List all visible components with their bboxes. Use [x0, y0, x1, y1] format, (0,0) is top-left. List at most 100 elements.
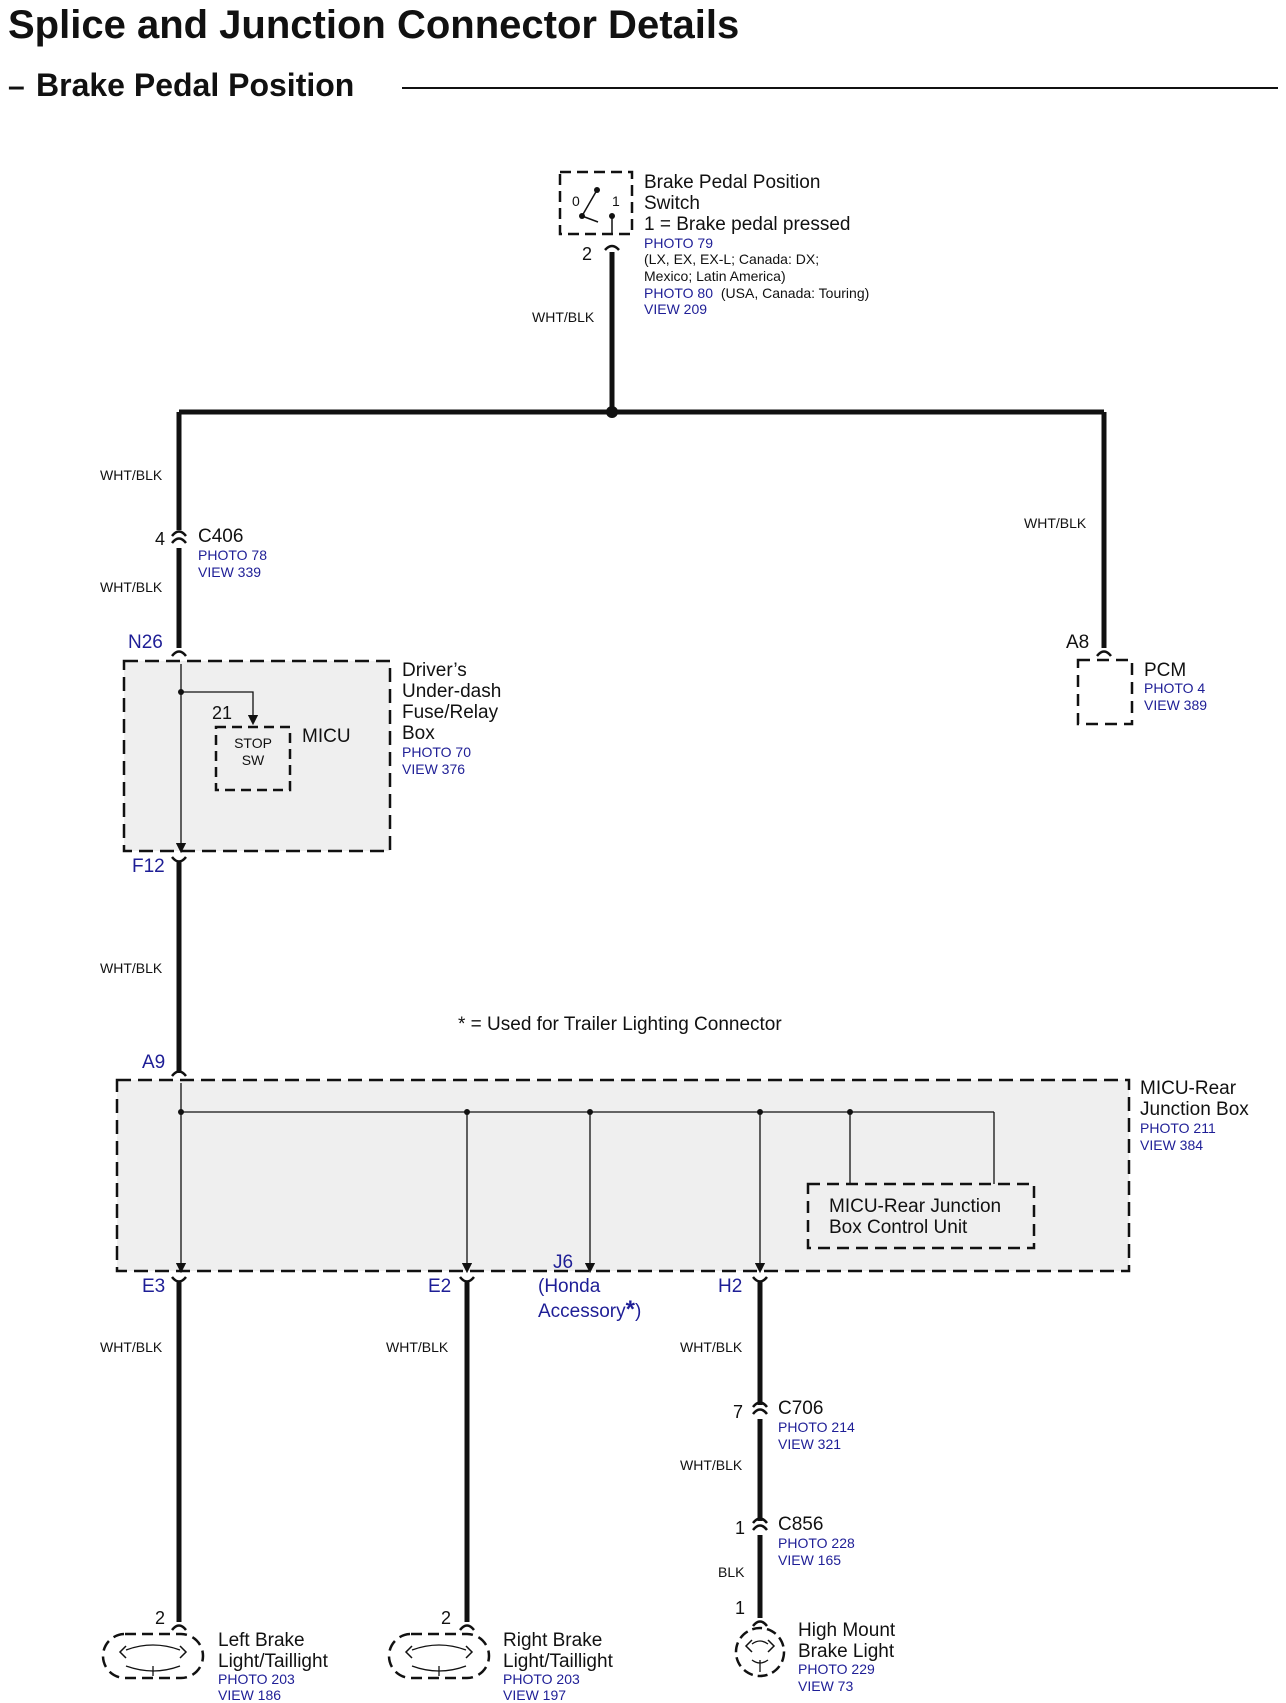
highmount-name-1: High Mount	[798, 1620, 896, 1641]
c856-view: VIEW 165	[778, 1552, 841, 1568]
left-brake-light-icon	[101, 1632, 205, 1680]
wire-label-pcm: WHT/BLK	[1024, 515, 1087, 531]
rearbox-node-unit	[847, 1109, 853, 1115]
page-title: Splice and Junction Connector Details	[8, 3, 739, 47]
rearbox-pin-j6: J6	[553, 1252, 573, 1273]
switch-name-1: Brake Pedal Position	[644, 172, 820, 193]
c706-view: VIEW 321	[778, 1436, 841, 1452]
c406-view: VIEW 339	[198, 564, 261, 580]
c856-photo: PHOTO 228	[778, 1535, 855, 1551]
h2-connector-icon	[752, 1276, 768, 1283]
rearbox-name-2: Junction Box	[1140, 1099, 1249, 1120]
c856-connector-icon	[752, 1517, 768, 1531]
e2-connector-icon	[459, 1276, 475, 1283]
c406-name: C406	[198, 526, 243, 547]
stop-sw-pin: 21	[212, 703, 232, 723]
rearbox-pin-a9: A9	[142, 1052, 165, 1073]
wire-label-right: WHT/BLK	[386, 1339, 449, 1355]
pcm-name: PCM	[1144, 660, 1186, 681]
high-mount-light-icon	[734, 1626, 786, 1678]
switch-pin: 2	[582, 244, 592, 264]
c706-name: C706	[778, 1398, 823, 1419]
rearbox-node-e2	[464, 1109, 470, 1115]
wire-label-c706-above: WHT/BLK	[680, 1339, 743, 1355]
right-light-view: VIEW 197	[503, 1687, 566, 1703]
switch-view: VIEW 209	[644, 301, 707, 317]
pcm-pin-a8: A8	[1066, 632, 1089, 653]
switch-note-1: (LX, EX, EX-L; Canada: DX;	[644, 251, 819, 267]
j6-note-1: (Honda	[538, 1276, 601, 1297]
subtitle-dash: –	[8, 70, 25, 103]
switch-pos-0: 0	[572, 193, 580, 209]
page-subtitle: Brake Pedal Position	[36, 67, 354, 103]
e3-connector-icon	[171, 1276, 187, 1283]
fusebox-photo: PHOTO 70	[402, 744, 471, 760]
wire-label-highmount: BLK	[718, 1564, 745, 1580]
stop-sw-box	[214, 725, 292, 792]
highmount-photo: PHOTO 229	[798, 1661, 875, 1677]
left-light-name-1: Left Brake	[218, 1630, 305, 1651]
highmount-pin: 1	[735, 1598, 745, 1618]
brake-pedal-switch: 0 1	[558, 170, 634, 236]
rearbox-name-1: MICU-Rear	[1140, 1078, 1237, 1099]
fusebox-pin-f12: F12	[132, 856, 165, 877]
n26-connector-icon	[171, 650, 187, 657]
rearbox-view: VIEW 384	[1140, 1137, 1203, 1153]
wire-label-switch: WHT/BLK	[532, 309, 595, 325]
control-unit-line-1: MICU-Rear Junction	[829, 1196, 1001, 1217]
highmount-connector-icon	[752, 1620, 768, 1627]
stop-sw-line-2: SW	[242, 752, 265, 768]
right-light-pin: 2	[441, 1608, 451, 1628]
j6-note-2: Accessory	[538, 1301, 626, 1322]
right-light-name-2: Light/Taillight	[503, 1651, 614, 1672]
rearbox-pin-e3: E3	[142, 1276, 165, 1297]
rearbox-pin-h2: H2	[718, 1276, 742, 1297]
c406-connector-icon	[171, 530, 187, 544]
fusebox-name-1: Driver’s	[402, 660, 467, 681]
c406-photo: PHOTO 78	[198, 547, 267, 563]
left-light-pin: 2	[155, 1608, 165, 1628]
rearbox-node-h2	[757, 1109, 763, 1115]
stop-sw-feed	[181, 691, 259, 726]
f12-connector-icon	[171, 856, 187, 863]
splice-point	[606, 406, 618, 418]
right-light-name-1: Right Brake	[503, 1630, 602, 1651]
switch-photo2: PHOTO 80	[644, 285, 713, 301]
switch-photo2-line: PHOTO 80 (USA, Canada: Touring)	[644, 285, 869, 301]
pcm-box	[1076, 658, 1134, 726]
switch-connector-icon	[604, 244, 620, 251]
left-light-photo: PHOTO 203	[218, 1671, 295, 1687]
c706-pin: 7	[733, 1402, 743, 1422]
right-light-photo: PHOTO 203	[503, 1671, 580, 1687]
fusebox-name-2: Under-dash	[402, 681, 501, 702]
c706-photo: PHOTO 214	[778, 1419, 855, 1435]
wire-label-f12: WHT/BLK	[100, 960, 163, 976]
j6-star: *	[626, 1296, 636, 1323]
fusebox-view: VIEW 376	[402, 761, 465, 777]
micu-label: MICU	[302, 726, 351, 747]
wire-label-left: WHT/BLK	[100, 1339, 163, 1355]
wire-label-c406-below: WHT/BLK	[100, 579, 163, 595]
left-light-view: VIEW 186	[218, 1687, 281, 1703]
rearbox-node-a9	[178, 1109, 184, 1115]
fusebox-name-4: Box	[402, 723, 435, 744]
pcm-photo: PHOTO 4	[1144, 680, 1205, 696]
fusebox-name-3: Fuse/Relay	[402, 702, 499, 723]
right-brake-light-icon	[387, 1632, 491, 1680]
c856-name: C856	[778, 1514, 823, 1535]
c856-pin: 1	[735, 1518, 745, 1538]
rearbox-pin-e2: E2	[428, 1276, 451, 1297]
j6-close: )	[635, 1301, 641, 1322]
switch-state: 1 = Brake pedal pressed	[644, 214, 851, 235]
fusebox-pin-n26: N26	[128, 632, 163, 653]
footnote: * = Used for Trailer Lighting Connector	[458, 1014, 782, 1035]
left-light-connector-icon	[171, 1624, 187, 1631]
left-light-name-2: Light/Taillight	[218, 1651, 329, 1672]
switch-note-2: Mexico; Latin America)	[644, 268, 786, 284]
control-unit-line-2: Box Control Unit	[829, 1217, 968, 1238]
a8-connector-icon	[1096, 650, 1112, 657]
a9-connector-icon	[171, 1070, 187, 1077]
wire-label-c856-above: WHT/BLK	[680, 1457, 743, 1473]
switch-name-2: Switch	[644, 193, 700, 214]
